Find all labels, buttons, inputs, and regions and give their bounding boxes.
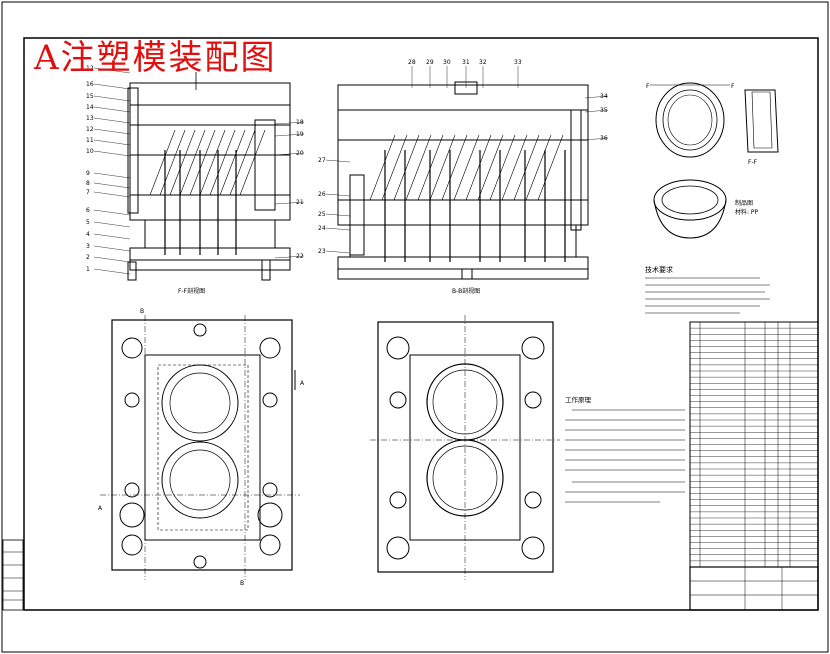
callout-number: 26	[318, 191, 326, 198]
section-label: F	[646, 83, 650, 90]
svg-text:B: B	[140, 308, 144, 315]
svg-text:工作原理: 工作原理	[565, 395, 592, 404]
leader-line	[274, 121, 305, 125]
callout-number: 7	[86, 189, 90, 196]
svg-text:B: B	[240, 580, 244, 587]
leader-line	[93, 182, 131, 189]
section-view-middle: B-B剖视图	[337, 81, 589, 295]
callout-number: 4	[86, 231, 90, 238]
product-views: F F F-F 制品图 材料: PP	[646, 82, 779, 239]
svg-text:A: A	[98, 505, 103, 512]
title-block	[689, 566, 819, 611]
leader-line	[325, 193, 351, 197]
callout-number: 33	[514, 59, 522, 66]
leader-line	[274, 201, 305, 205]
svg-text:B-B剖视图: B-B剖视图	[452, 287, 480, 295]
callout-number: 29	[426, 59, 434, 66]
svg-text:F-F: F-F	[748, 159, 758, 166]
callout-number: 2	[86, 254, 90, 261]
callout-number: 31	[462, 59, 470, 66]
svg-text:材料: PP: 材料: PP	[735, 208, 759, 216]
drawing-title: A注塑模装配图	[34, 38, 277, 78]
callout-number: 3	[86, 243, 90, 250]
leader-line	[93, 83, 131, 90]
leader-line	[93, 209, 131, 216]
callout-number: 30	[443, 59, 451, 66]
callout-number: 24	[318, 225, 326, 232]
leader-line	[274, 152, 305, 156]
callout-number: 22	[296, 253, 304, 260]
leader-line	[325, 250, 351, 254]
leader-line	[93, 256, 131, 263]
callout-number: 9	[86, 170, 90, 177]
leader-line	[325, 213, 351, 217]
leader-line	[93, 191, 131, 198]
leader-line	[93, 139, 131, 146]
callout-number: 10	[86, 148, 94, 155]
callout-number: 12	[86, 65, 94, 72]
svg-text:A: A	[300, 380, 305, 387]
callout-number: 12	[86, 126, 94, 133]
left-margin-strip	[2, 539, 24, 611]
leader-line	[93, 67, 131, 74]
leader-line	[274, 255, 305, 259]
leader-line	[93, 128, 131, 135]
leader-line	[584, 109, 609, 113]
callout-number: 18	[296, 119, 304, 126]
leader-line	[274, 133, 305, 137]
callout-number: 27	[318, 157, 326, 164]
leader-line	[93, 221, 131, 228]
section-view-left: F-F剖视图	[127, 72, 291, 295]
plan-view-middle	[370, 315, 560, 580]
technical-requirements: 技术要求	[645, 265, 770, 314]
callout-number: 13	[86, 115, 94, 122]
leader-line	[325, 159, 351, 163]
leader-line	[93, 245, 131, 252]
leader-line	[93, 95, 131, 102]
plan-view-left: A A B B	[98, 308, 305, 587]
leader-line	[325, 227, 351, 231]
callout-number: 21	[296, 199, 304, 206]
callout-number: 6	[86, 207, 90, 214]
callout-number: 1	[86, 266, 90, 273]
callout-number: 11	[86, 137, 94, 144]
working-principle-text: 工作原理	[565, 395, 685, 503]
leader-line	[93, 233, 131, 240]
callout-number: 14	[86, 104, 94, 111]
callout-number: 5	[86, 219, 90, 226]
leader-line	[584, 95, 609, 99]
callout-number: 8	[86, 180, 90, 187]
svg-text:F-F剖视图: F-F剖视图	[178, 287, 205, 295]
callout-number: 28	[408, 59, 416, 66]
leader-line	[93, 117, 131, 124]
leader-line	[93, 150, 131, 157]
callout-number: 16	[86, 81, 94, 88]
bill-of-materials	[689, 321, 819, 568]
svg-text:技术要求: 技术要求	[645, 265, 673, 274]
leader-line	[93, 268, 131, 275]
leader-line	[93, 172, 131, 179]
callout-number: 25	[318, 211, 326, 218]
callout-number: 19	[296, 131, 304, 138]
callout-number: 15	[86, 93, 94, 100]
callout-number: 32	[479, 59, 487, 66]
part-label: 制品图	[735, 199, 753, 207]
callout-number: 20	[296, 150, 304, 157]
leader-line	[584, 137, 609, 141]
section-label: F	[731, 83, 735, 90]
callout-number: 23	[318, 248, 326, 255]
leader-line	[93, 106, 131, 113]
